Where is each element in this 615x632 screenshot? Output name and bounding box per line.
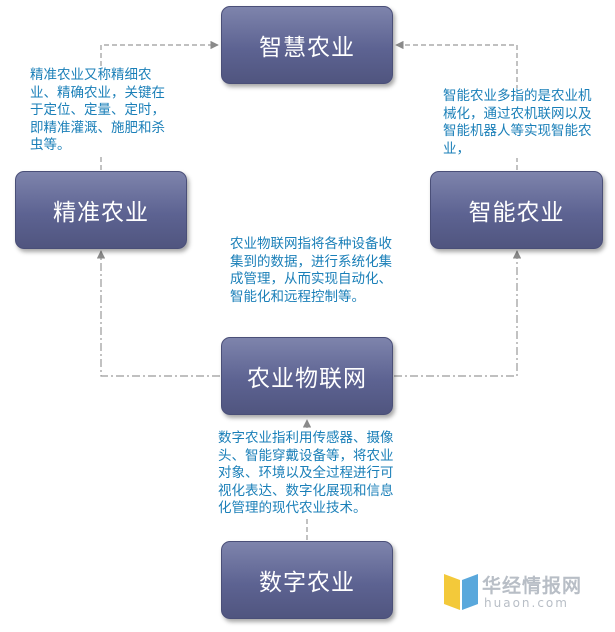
note-precision-agriculture: 精准农业又称精细农业、精确农业，关键在于定位、定量、定时，即精准灌溉、施肥和杀虫… xyxy=(30,67,178,155)
node-precision-agriculture: 精准农业 xyxy=(15,171,187,249)
node-smart-agriculture: 智慧农业 xyxy=(221,6,393,84)
node-agriculture-iot: 农业物联网 xyxy=(221,337,393,415)
watermark-name: 华经情报网 xyxy=(482,575,583,597)
book-icon xyxy=(444,574,478,610)
connector-iot-to-precision xyxy=(96,250,220,377)
note-digital-agriculture: 数字农业指利用传感器、摄像头、智能穿戴设备等，将农业对象、环境以及全过程进行可视… xyxy=(218,430,398,518)
node-digital-agriculture: 数字农业 xyxy=(221,541,393,619)
watermark-url: huaon.com xyxy=(484,596,569,610)
connector-iot-to-intelligent xyxy=(394,250,522,377)
watermark-logo: 华经情报网 huaon.com xyxy=(442,567,612,617)
note-agriculture-iot: 农业物联网指将各种设备收集到的数据，进行系统化集成管理，从而实现自动化、智能化和… xyxy=(230,236,398,306)
node-intelligent-agriculture: 智能农业 xyxy=(430,171,603,249)
note-intelligent-agriculture: 智能农业多指的是农业机械化，通过农机联网以及智能机器人等实现智能农业， xyxy=(443,88,599,158)
